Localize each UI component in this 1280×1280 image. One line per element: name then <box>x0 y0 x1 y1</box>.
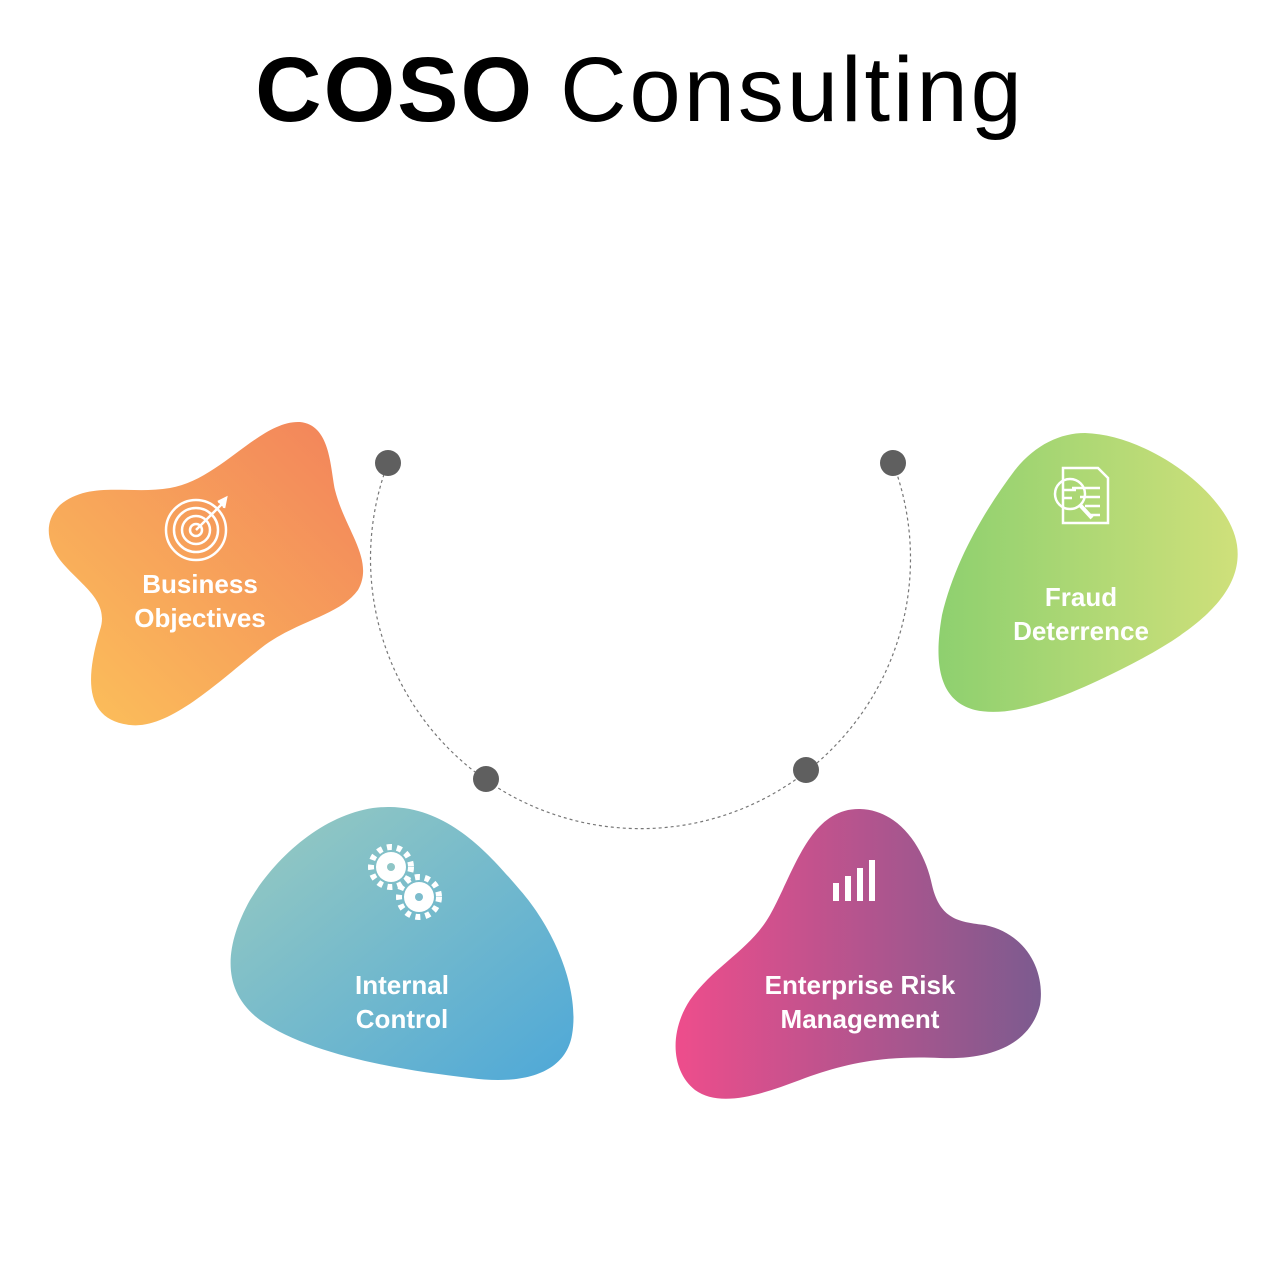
label-line: Control <box>355 1004 449 1034</box>
blob-internal-control <box>230 806 574 1081</box>
blob-fraud-deterrence <box>938 433 1238 712</box>
target-icon <box>164 495 228 562</box>
label-line: Business <box>142 569 258 599</box>
label-line: Objectives <box>134 603 266 633</box>
blob-enterprise-risk <box>675 808 1041 1099</box>
label-internal-control: Internal Control <box>252 968 552 1036</box>
label-line: Fraud <box>1044 582 1118 612</box>
dot-enterprise-risk <box>793 757 819 783</box>
connector-arc <box>369 462 912 830</box>
dot-business-objectives <box>375 450 401 476</box>
label-fraud-deterrence: Fraud Deterrence <box>931 580 1231 648</box>
connector-dots <box>375 450 906 792</box>
document-search-icon <box>1053 466 1110 525</box>
label-line: Internal <box>355 970 449 1000</box>
title-brand: COSO <box>255 39 535 141</box>
bar-chart-icon <box>833 860 875 901</box>
dot-fraud-deterrence <box>880 450 906 476</box>
label-enterprise-risk: Enterprise Risk Management <box>710 968 1010 1036</box>
label-line: Enterprise Risk <box>764 970 956 1000</box>
label-line: Management <box>780 1004 940 1034</box>
gears-icon <box>368 844 442 920</box>
label-line: Deterrence <box>1013 616 1149 646</box>
blob-business-objectives <box>48 421 364 726</box>
title-rest: Consulting <box>560 39 1025 141</box>
dot-internal-control <box>473 766 499 792</box>
label-business-objectives: Business Objectives <box>50 567 350 635</box>
